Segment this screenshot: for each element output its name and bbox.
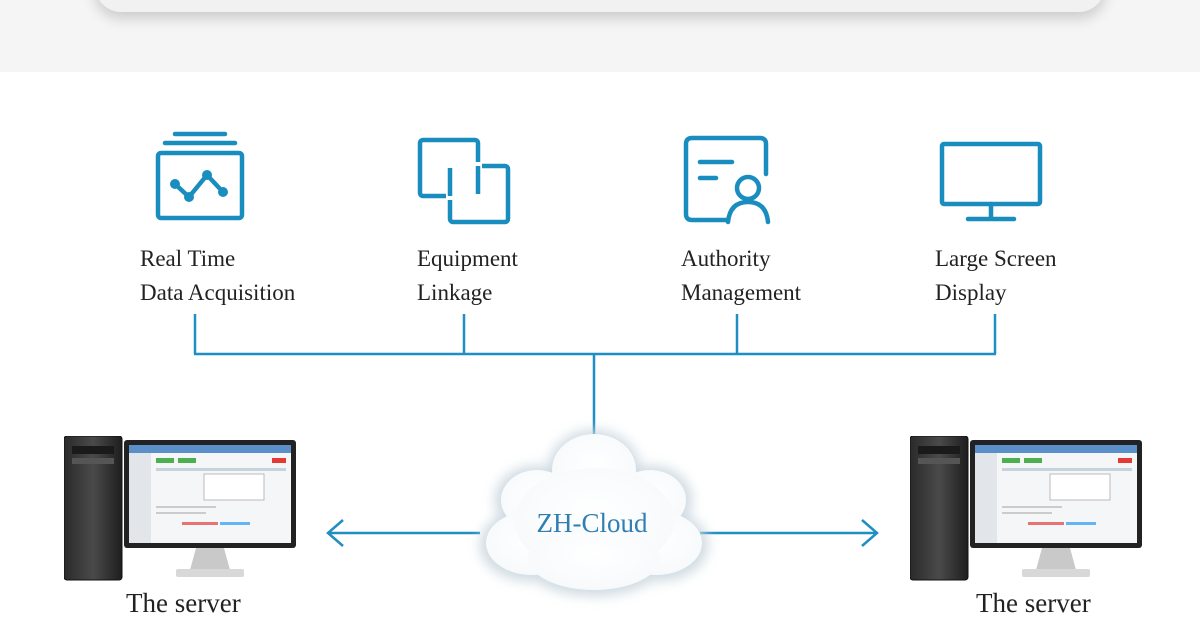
equipment-linkage-icon — [417, 137, 511, 225]
server-label: The server — [126, 588, 241, 618]
top-band — [0, 0, 1200, 72]
data-acquisition-icon — [155, 131, 245, 221]
server-computer-icon — [910, 436, 1142, 581]
feature-label-line2: Management — [681, 280, 802, 305]
feature-label-line1: Real Time — [140, 246, 236, 271]
feature-label-line2: Data Acquisition — [140, 280, 296, 305]
feature-label-line1: Authority — [681, 246, 771, 271]
feature-label: Equipment Linkage — [417, 242, 518, 310]
cloud-shape — [480, 430, 708, 596]
feature-label-line1: Large Screen — [935, 246, 1057, 271]
large-screen-display-icon — [939, 141, 1043, 222]
feature-label-line2: Display — [935, 280, 1007, 305]
top-card — [95, 0, 1105, 12]
server-computer-icon — [64, 436, 296, 581]
feature-label: Authority Management — [681, 242, 801, 310]
cloud-label: ZH-Cloud — [536, 508, 648, 538]
feature-label: Large Screen Display — [935, 242, 1057, 310]
server-label: The server — [976, 588, 1091, 618]
feature-label-line2: Linkage — [417, 280, 493, 305]
authority-management-icon — [683, 135, 771, 225]
feature-label-line1: Equipment — [417, 246, 518, 271]
feature-label: Real Time Data Acquisition — [140, 242, 295, 310]
